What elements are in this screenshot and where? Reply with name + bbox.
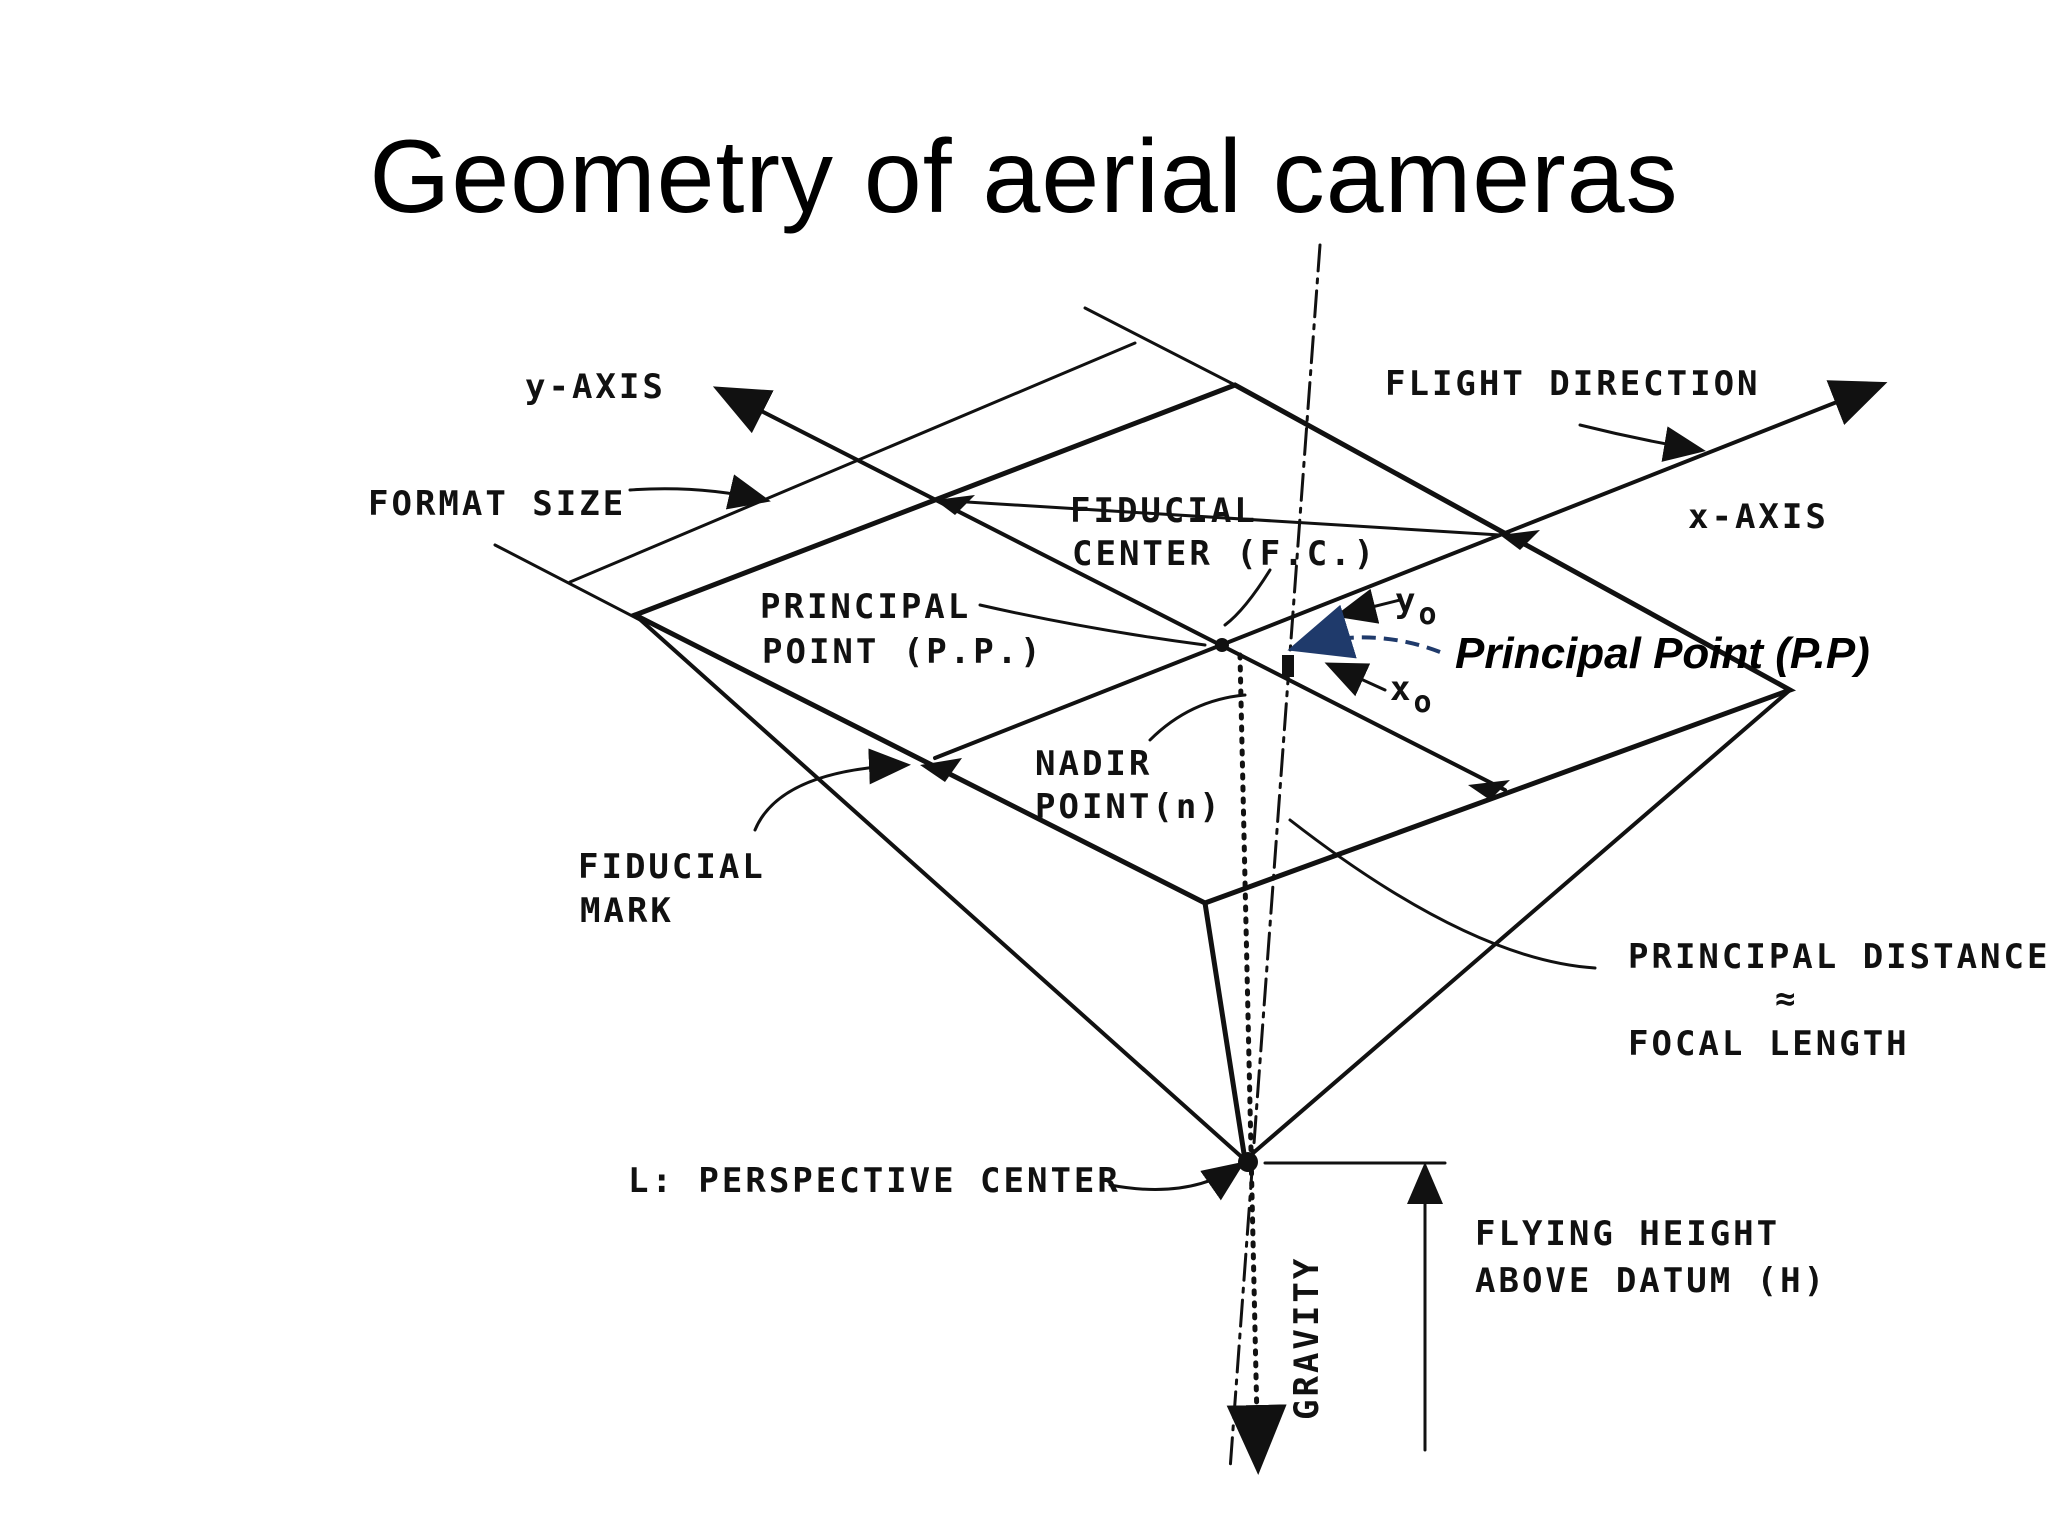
principal-point-callout-label: Principal Point (P.P) [1455, 629, 1870, 678]
format-size-line [568, 341, 1137, 584]
flying-height-label-2: ABOVE DATUM (H) [1475, 1261, 1827, 1301]
perspective-center-leader [1108, 1161, 1245, 1201]
principal-point-leader [978, 603, 1207, 647]
y-axis-label: y-AXIS [525, 367, 666, 407]
y0-leader [1334, 588, 1402, 624]
fiducial-mark-left [920, 758, 962, 782]
nadir-label-1: NADIR [1035, 744, 1152, 784]
principal-point-label-1: PRINCIPAL [760, 587, 971, 627]
format-size-tick-left [493, 543, 642, 622]
fiducial-mark-top [935, 495, 975, 515]
fiducial-line-a [933, 498, 1502, 537]
principal-axis [1228, 243, 1322, 1472]
approx-symbol: ≈ [1775, 979, 1798, 1019]
flying-height-label-1: FLYING HEIGHT [1475, 1214, 1780, 1254]
x0-leader [1324, 662, 1387, 697]
fiducial-center-leader [1223, 568, 1272, 627]
perspective-center-dot [1238, 1152, 1258, 1172]
fiducial-mark-leader [753, 748, 911, 832]
fiducial-mark-bottom [1468, 780, 1510, 800]
pyramid-right [1243, 688, 1792, 1162]
flight-direction-leader [1578, 423, 1706, 462]
pyramid-front [1202, 900, 1248, 1163]
fiducial-center-label-1: FIDUCIAL [1070, 491, 1258, 531]
gravity-label: GRAVITY [1287, 1256, 1327, 1420]
x0-label: xo [1390, 669, 1435, 720]
x-axis-label: x-AXIS [1688, 497, 1829, 537]
perspective-center-label: L: PERSPECTIVE CENTER [628, 1161, 1121, 1201]
fiducial-mark-label-2: MARK [580, 891, 674, 931]
slide-title: Geometry of aerial cameras [369, 119, 1679, 235]
principal-point-dot [1215, 638, 1229, 652]
principal-point-label-2: POINT (P.P.) [762, 632, 1044, 672]
principal-distance-label: PRINCIPAL DISTANCE [1628, 937, 2048, 977]
principal-distance-leader [1288, 818, 1597, 970]
gravity-line [1226, 652, 1287, 1475]
pyramid-left [633, 613, 1247, 1162]
flight-direction-label: FLIGHT DIRECTION [1385, 364, 1761, 404]
focal-length-label: FOCAL LENGTH [1628, 1024, 1910, 1064]
y-axis-line [712, 386, 1507, 792]
fiducial-center-label-2: CENTER (F.C.) [1072, 534, 1377, 574]
format-size-arrow [628, 474, 771, 510]
format-size-tick-right [1083, 306, 1237, 387]
format-size-label: FORMAT SIZE [368, 484, 626, 524]
nadir-leader [1148, 693, 1247, 742]
y0-label: yo [1395, 581, 1440, 632]
x-axis-line [933, 380, 1888, 760]
nadir-label-2: POINT(n) [1035, 787, 1223, 827]
principal-point-callout-arrow [1287, 604, 1441, 659]
fiducial-mark-label-1: FIDUCIAL [578, 847, 766, 887]
fiducial-mark-right [1500, 530, 1540, 550]
nadir-marker [1282, 655, 1294, 677]
